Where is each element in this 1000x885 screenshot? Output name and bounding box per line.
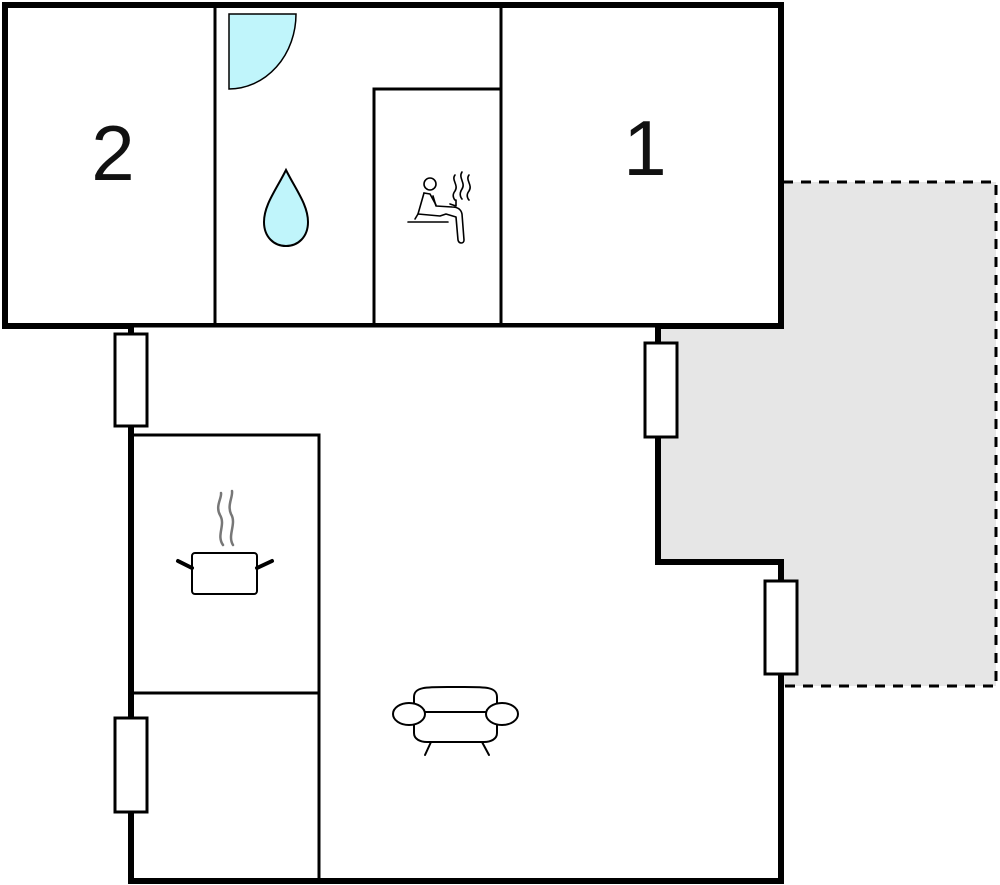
sauna-icon	[407, 171, 471, 244]
cooking-pot-icon	[176, 489, 274, 595]
wall-sauna	[372, 87, 501, 326]
armchair-icon	[392, 685, 519, 756]
window-icon	[763, 579, 799, 676]
terrace-fill	[783, 182, 996, 686]
room-number-2: 2	[91, 109, 134, 197]
shower-icon	[228, 13, 297, 90]
wall-kitchen	[131, 433, 321, 881]
upper-block-wall	[2, 2, 784, 329]
window-icon	[113, 716, 149, 814]
water-drop-icon	[262, 167, 310, 248]
room-number-1: 1	[623, 104, 666, 192]
window-icon	[643, 341, 679, 439]
window-icon	[113, 332, 149, 428]
terrace-inset	[660, 326, 783, 562]
